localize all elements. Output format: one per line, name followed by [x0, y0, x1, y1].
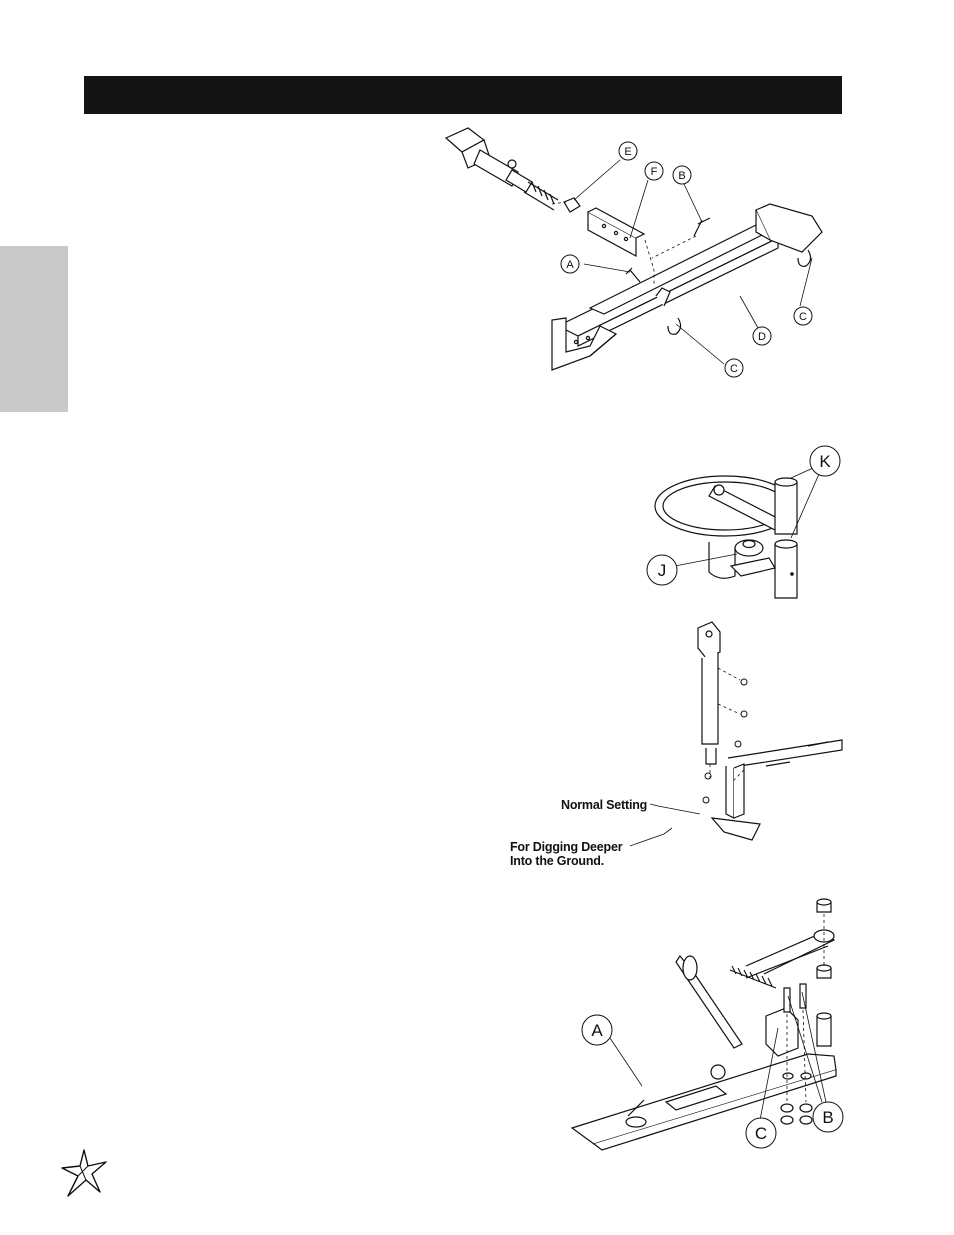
callout-f — [644, 161, 664, 181]
callout-e — [618, 141, 638, 161]
callout-f-label: F — [651, 166, 658, 178]
normal-setting-label: Normal Setting — [561, 798, 648, 812]
callout-b — [672, 165, 692, 185]
callout-a-label: A — [566, 259, 574, 271]
callout-a — [581, 1014, 613, 1046]
star-burst-logo-icon — [60, 1148, 110, 1198]
figure-handle-assembly: A C B — [566, 896, 846, 1156]
chapter-side-tab — [0, 246, 68, 412]
callout-c-bottom-label: C — [730, 363, 738, 375]
callout-a — [560, 254, 580, 274]
figure-frame-assembly: E F B A C D C — [440, 120, 840, 385]
callout-b-label: B — [678, 170, 685, 182]
callout-c-right — [793, 306, 813, 326]
callout-b-label: B — [822, 1108, 833, 1127]
callout-k-label: K — [819, 452, 831, 471]
callout-c — [745, 1117, 777, 1149]
normal-setting-leader — [650, 803, 701, 815]
digging-deeper-label: For Digging Deeper Into the Ground. — [510, 840, 623, 868]
callout-j-label: J — [658, 561, 667, 580]
figure-depth-stake — [640, 618, 850, 858]
depth-stake-drawing — [697, 621, 843, 841]
callout-d-label: D — [758, 331, 766, 343]
callout-b — [812, 1101, 844, 1133]
digging-deeper-line1: For Digging Deeper — [510, 840, 623, 854]
callout-a-label: A — [591, 1021, 603, 1040]
callout-c-label: C — [755, 1124, 767, 1143]
callout-d — [752, 326, 772, 346]
figure-belt-pulley: K J — [645, 444, 845, 604]
callout-j — [646, 554, 678, 586]
frame-assembly-drawing: E F B A C D C — [444, 127, 823, 378]
belt-pulley-drawing: K J — [646, 445, 841, 599]
handle-assembly-drawing: A C B — [570, 898, 844, 1151]
callout-c-right-label: C — [799, 311, 807, 323]
callout-c-bottom — [724, 358, 744, 378]
digging-deeper-line2: Into the Ground. — [510, 854, 605, 868]
digging-deeper-leader — [629, 827, 673, 847]
section-header-bar — [84, 76, 842, 114]
callout-k — [809, 445, 841, 477]
callout-e-label: E — [624, 146, 631, 158]
